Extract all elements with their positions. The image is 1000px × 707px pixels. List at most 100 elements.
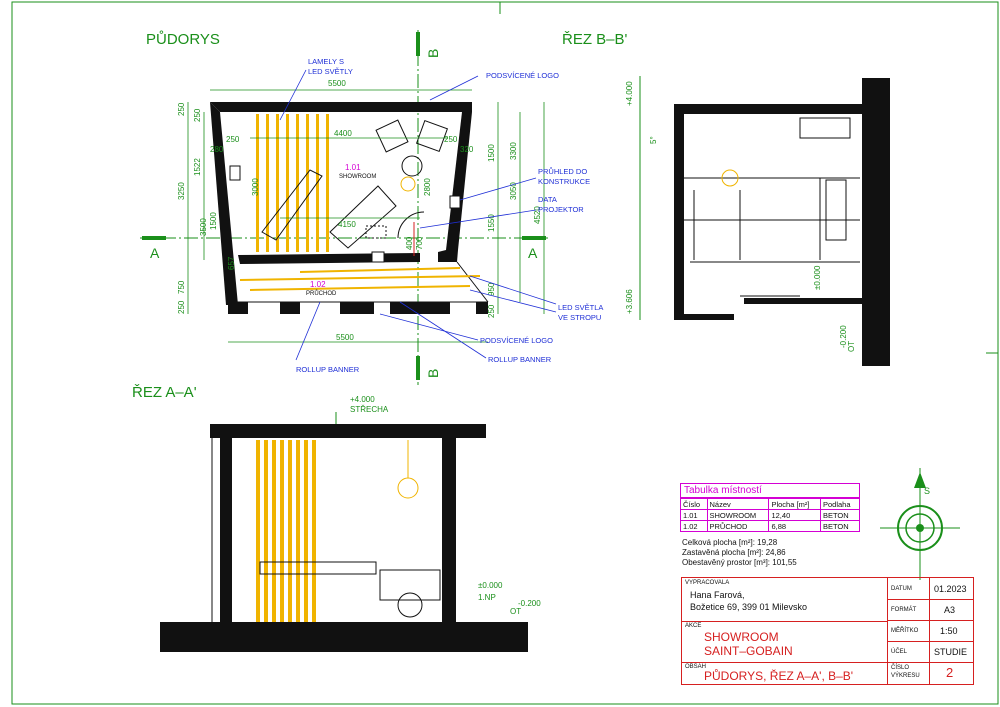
wall-box-1 bbox=[229, 165, 241, 181]
dim-v700: 700 bbox=[415, 236, 424, 250]
dim-l3250: 3250 bbox=[177, 182, 186, 200]
summary-volume: Obestavěný prostor [m³]: 101,55 bbox=[682, 558, 797, 567]
section-b: +4.000 5° ±0.000 +3.606 -0.200 OT bbox=[625, 76, 890, 366]
dim-l750: 750 bbox=[177, 280, 186, 294]
wall-bottom-mid bbox=[280, 302, 300, 314]
dim-v400: 400 bbox=[405, 236, 414, 250]
section-a-level-top: +4.000 bbox=[350, 395, 375, 404]
projector bbox=[365, 225, 387, 239]
section-a-np: 1.NP bbox=[478, 593, 496, 602]
section-a-table bbox=[259, 561, 377, 575]
dim-top: 5500 bbox=[328, 79, 346, 88]
label-data: DATA bbox=[538, 195, 557, 204]
section-a-roof bbox=[210, 424, 486, 438]
title-block: VYPRACOVALA Hana Farová, Božetice 69, 39… bbox=[681, 577, 974, 685]
section-b-level-zero: ±0.000 bbox=[813, 265, 822, 290]
dim-r250b: 250 bbox=[487, 304, 496, 318]
table-cell: BETON bbox=[819, 520, 861, 532]
label-lamely: LAMELY S bbox=[308, 57, 344, 66]
label-projektor: PROJEKTOR bbox=[538, 205, 584, 214]
dim-l280: 280 bbox=[210, 145, 224, 154]
ucel-label: ÚČEL bbox=[891, 649, 908, 655]
table-row: 1.01 SHOWROOM 12,40 BETON bbox=[680, 509, 861, 521]
section-a-arrow-left bbox=[142, 236, 166, 240]
ucel: STUDIE bbox=[934, 647, 968, 657]
dim-r1500: 1500 bbox=[487, 144, 496, 162]
pendant-light bbox=[400, 176, 416, 192]
dim-inner-2: 4150 bbox=[338, 220, 356, 229]
wall-bottom-end bbox=[476, 302, 488, 314]
section-b-level-top: +4.000 bbox=[625, 81, 634, 106]
akce-label: AKCE bbox=[685, 623, 702, 629]
chair-1 bbox=[375, 119, 409, 153]
room-2-number: 1.02 bbox=[310, 280, 326, 289]
summary-built-area: Zastavěná plocha [m²]: 24,86 bbox=[682, 548, 786, 557]
section-b-roof bbox=[674, 104, 864, 114]
dim-bottom: 5500 bbox=[336, 333, 354, 342]
label-konstrukce: KONSTRUKCE bbox=[538, 177, 590, 186]
table-cell: SHOWROOM bbox=[706, 509, 770, 521]
wall-right-corner bbox=[438, 250, 458, 262]
dim-r950: 950 bbox=[487, 282, 496, 296]
section-b-marker-bottom: B bbox=[425, 369, 441, 378]
label-led-svetla: LED SVĚTLA bbox=[558, 303, 603, 312]
meritko: 1:50 bbox=[940, 626, 958, 636]
label-led-svetly: LED SVĚTLY bbox=[308, 67, 353, 76]
section-a-stool bbox=[397, 592, 423, 618]
room-1-number: 1.01 bbox=[345, 163, 361, 172]
section-a-marker-left: A bbox=[150, 245, 160, 261]
section-a-level-minus: -0.200 bbox=[518, 599, 541, 608]
wall-right-upper bbox=[446, 112, 472, 250]
summary-total-area: Celková plocha [m²]: 19,28 bbox=[682, 538, 778, 547]
dim-r1550: 1550 bbox=[487, 214, 496, 232]
table-header: Podlaha bbox=[819, 498, 861, 510]
table-header: Číslo bbox=[680, 498, 708, 510]
dim-r250a: 250 bbox=[444, 135, 458, 144]
dim-r320: 320 bbox=[460, 145, 474, 154]
table-cell: 1.02 bbox=[680, 520, 708, 532]
wall-bottom-mid2 bbox=[340, 302, 374, 314]
dim-l250b: 250 bbox=[177, 300, 186, 314]
section-b-ot: OT bbox=[847, 341, 856, 352]
table-row: 1.02 PRŮCHOD 6,88 BETON bbox=[680, 520, 861, 532]
label-logo-bottom: PODSVÍCENÉ LOGO bbox=[480, 336, 553, 345]
passage-edge-right bbox=[456, 261, 489, 303]
room-summary: Celková plocha [m²]: 19,28 Zastavěná plo… bbox=[682, 538, 797, 568]
section-b-marker-top: B bbox=[425, 49, 441, 58]
cislo-vykresu: 2 bbox=[946, 665, 954, 680]
cislo-label-2: VÝKRESU bbox=[891, 673, 920, 679]
dim-l1522: 1522 bbox=[193, 158, 202, 176]
obsah: PŮDORYS, ŘEZ A–A', B–B' bbox=[704, 669, 854, 683]
section-a-lamellas bbox=[256, 440, 316, 622]
table bbox=[329, 185, 397, 249]
room-1-name: SHOWROOM bbox=[339, 174, 376, 180]
table-cell: 1.01 bbox=[680, 509, 708, 521]
table-cell: 6,88 bbox=[768, 520, 821, 532]
dim-v3000: 3000 bbox=[251, 178, 260, 196]
obsah-label: OBSAH bbox=[685, 664, 707, 670]
section-a-right-wall bbox=[442, 438, 456, 622]
vypracovala-label: VYPRACOVALA bbox=[685, 580, 730, 586]
table-header-row: Číslo Název Plocha [m²] Podlaha bbox=[680, 498, 861, 510]
wall-bottom-left bbox=[228, 302, 248, 314]
wall-middle bbox=[238, 253, 420, 264]
akce-line-2: SAINT–GOBAIN bbox=[704, 644, 793, 658]
table-cell: BETON bbox=[819, 509, 861, 521]
section-a-level-zero: ±0.000 bbox=[478, 581, 503, 590]
section-b-floor-right bbox=[744, 298, 864, 304]
label-pruhled: PRŮHLED DO bbox=[538, 167, 587, 176]
section-a-arrow-right bbox=[522, 236, 546, 240]
chair-2 bbox=[415, 119, 449, 153]
datum: 01.2023 bbox=[934, 584, 967, 594]
section-b-pendant bbox=[721, 169, 739, 187]
led-strip-2 bbox=[249, 285, 471, 291]
section-a-title: ŘEZ A–A' bbox=[132, 384, 197, 401]
section-b-level-low: +3.606 bbox=[625, 289, 634, 314]
north-label: S bbox=[924, 486, 930, 496]
section-b-angle: 5° bbox=[649, 136, 658, 144]
cislo-label-1: ČÍSLO bbox=[891, 665, 910, 671]
table-header: Název bbox=[706, 498, 770, 510]
door-swing bbox=[397, 211, 425, 239]
dim-l3500: 3500 bbox=[199, 218, 208, 236]
dim-r4520: 4520 bbox=[533, 206, 542, 224]
